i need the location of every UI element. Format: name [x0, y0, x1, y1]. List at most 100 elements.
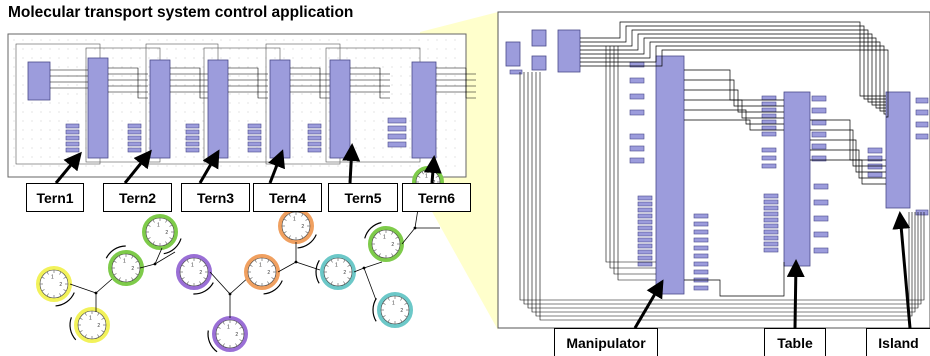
clock-place: 12 — [105, 245, 144, 286]
clock-tick — [181, 277, 185, 280]
port-block — [127, 135, 142, 141]
grid-dot — [409, 129, 411, 131]
clock-number: 1 — [157, 223, 160, 229]
clock-tick — [404, 315, 408, 318]
clock-number: 1 — [227, 325, 230, 331]
grid-dot — [373, 165, 375, 167]
grid-dot — [49, 156, 51, 158]
connection-line — [436, 85, 476, 93]
grid-dot — [211, 57, 213, 59]
grid-dot — [229, 48, 231, 50]
rotation-arrow — [207, 330, 218, 353]
grid-dot — [301, 84, 303, 86]
port-block — [867, 163, 883, 170]
grid-dot — [382, 93, 384, 95]
connection-line — [684, 89, 784, 113]
grid-dot — [292, 48, 294, 50]
port-block — [247, 141, 262, 147]
grid-dot — [301, 165, 303, 167]
port-block — [761, 113, 777, 119]
connection-line — [350, 91, 390, 99]
port-block — [65, 135, 80, 141]
grid-dot — [22, 48, 24, 50]
connection-line — [609, 46, 656, 269]
grid-dot — [355, 156, 357, 158]
connection-line — [580, 29, 886, 103]
grid-dot — [328, 156, 330, 158]
grid-dot — [202, 39, 204, 41]
grid-dot — [382, 75, 384, 77]
clock-tick — [152, 219, 155, 223]
grid-dot — [382, 57, 384, 59]
grid-dot — [184, 93, 186, 95]
clock-place: 12 — [142, 214, 182, 255]
clock-tick — [46, 293, 49, 297]
grid-dot — [409, 75, 411, 77]
clock-tick — [271, 277, 275, 280]
grid-dot — [355, 66, 357, 68]
connection-line — [684, 99, 784, 119]
port-block — [811, 119, 827, 126]
grid-dot — [445, 138, 447, 140]
clock-tick — [387, 297, 390, 301]
clock-tick — [235, 321, 238, 325]
grid-dot — [445, 120, 447, 122]
grid-dot — [13, 39, 15, 41]
clock-tick — [395, 249, 399, 252]
grid-dot — [13, 84, 15, 86]
connection-line — [350, 85, 390, 93]
grid-dot — [382, 111, 384, 113]
grid-dot — [364, 165, 366, 167]
grid-dot — [67, 39, 69, 41]
connection-line — [108, 79, 148, 87]
grid-dot — [121, 156, 123, 158]
grid-dot — [139, 66, 141, 68]
clock-number: 2 — [400, 308, 403, 314]
port-block — [127, 141, 142, 147]
port-block — [693, 221, 709, 227]
grid-dot — [373, 84, 375, 86]
grid-dot — [283, 48, 285, 50]
grid-dot — [130, 48, 132, 50]
connection-line — [350, 79, 390, 87]
grid-dot — [193, 75, 195, 77]
tern-block — [207, 59, 229, 159]
tern5-label: Tern5 — [328, 183, 398, 212]
grid-dot — [121, 84, 123, 86]
connection-line — [290, 85, 330, 93]
clock-tick — [152, 241, 155, 245]
port-block — [813, 215, 829, 222]
tern-block — [149, 59, 171, 159]
clock-tick — [199, 259, 202, 263]
grid-dot — [301, 111, 303, 113]
port-block — [629, 77, 645, 84]
grid-dot — [274, 39, 276, 41]
connection-line — [228, 67, 268, 75]
grid-dot — [373, 48, 375, 50]
clock-tick — [113, 260, 117, 263]
grid-dot — [364, 57, 366, 59]
grid-dot — [382, 147, 384, 149]
grid-dot — [238, 129, 240, 131]
grid-dot — [22, 57, 24, 59]
grid-dot — [58, 93, 60, 95]
clock-tick — [101, 317, 105, 320]
grid-dot — [175, 156, 177, 158]
grid-dot — [256, 39, 258, 41]
grid-dot — [193, 102, 195, 104]
connection-line — [580, 49, 889, 118]
grid-dot — [193, 48, 195, 50]
grid-dot — [265, 39, 267, 41]
clock-place: 12 — [278, 208, 317, 249]
grid-dot — [256, 120, 258, 122]
grid-dot — [400, 57, 402, 59]
port-block — [185, 123, 200, 129]
grid-dot — [445, 165, 447, 167]
grid-dot — [175, 165, 177, 167]
grid-dot — [202, 75, 204, 77]
port-block — [629, 133, 645, 140]
clock-number: 2 — [59, 282, 62, 288]
grid-dot — [112, 111, 114, 113]
connection-line — [580, 37, 886, 109]
grid-dot — [373, 57, 375, 59]
